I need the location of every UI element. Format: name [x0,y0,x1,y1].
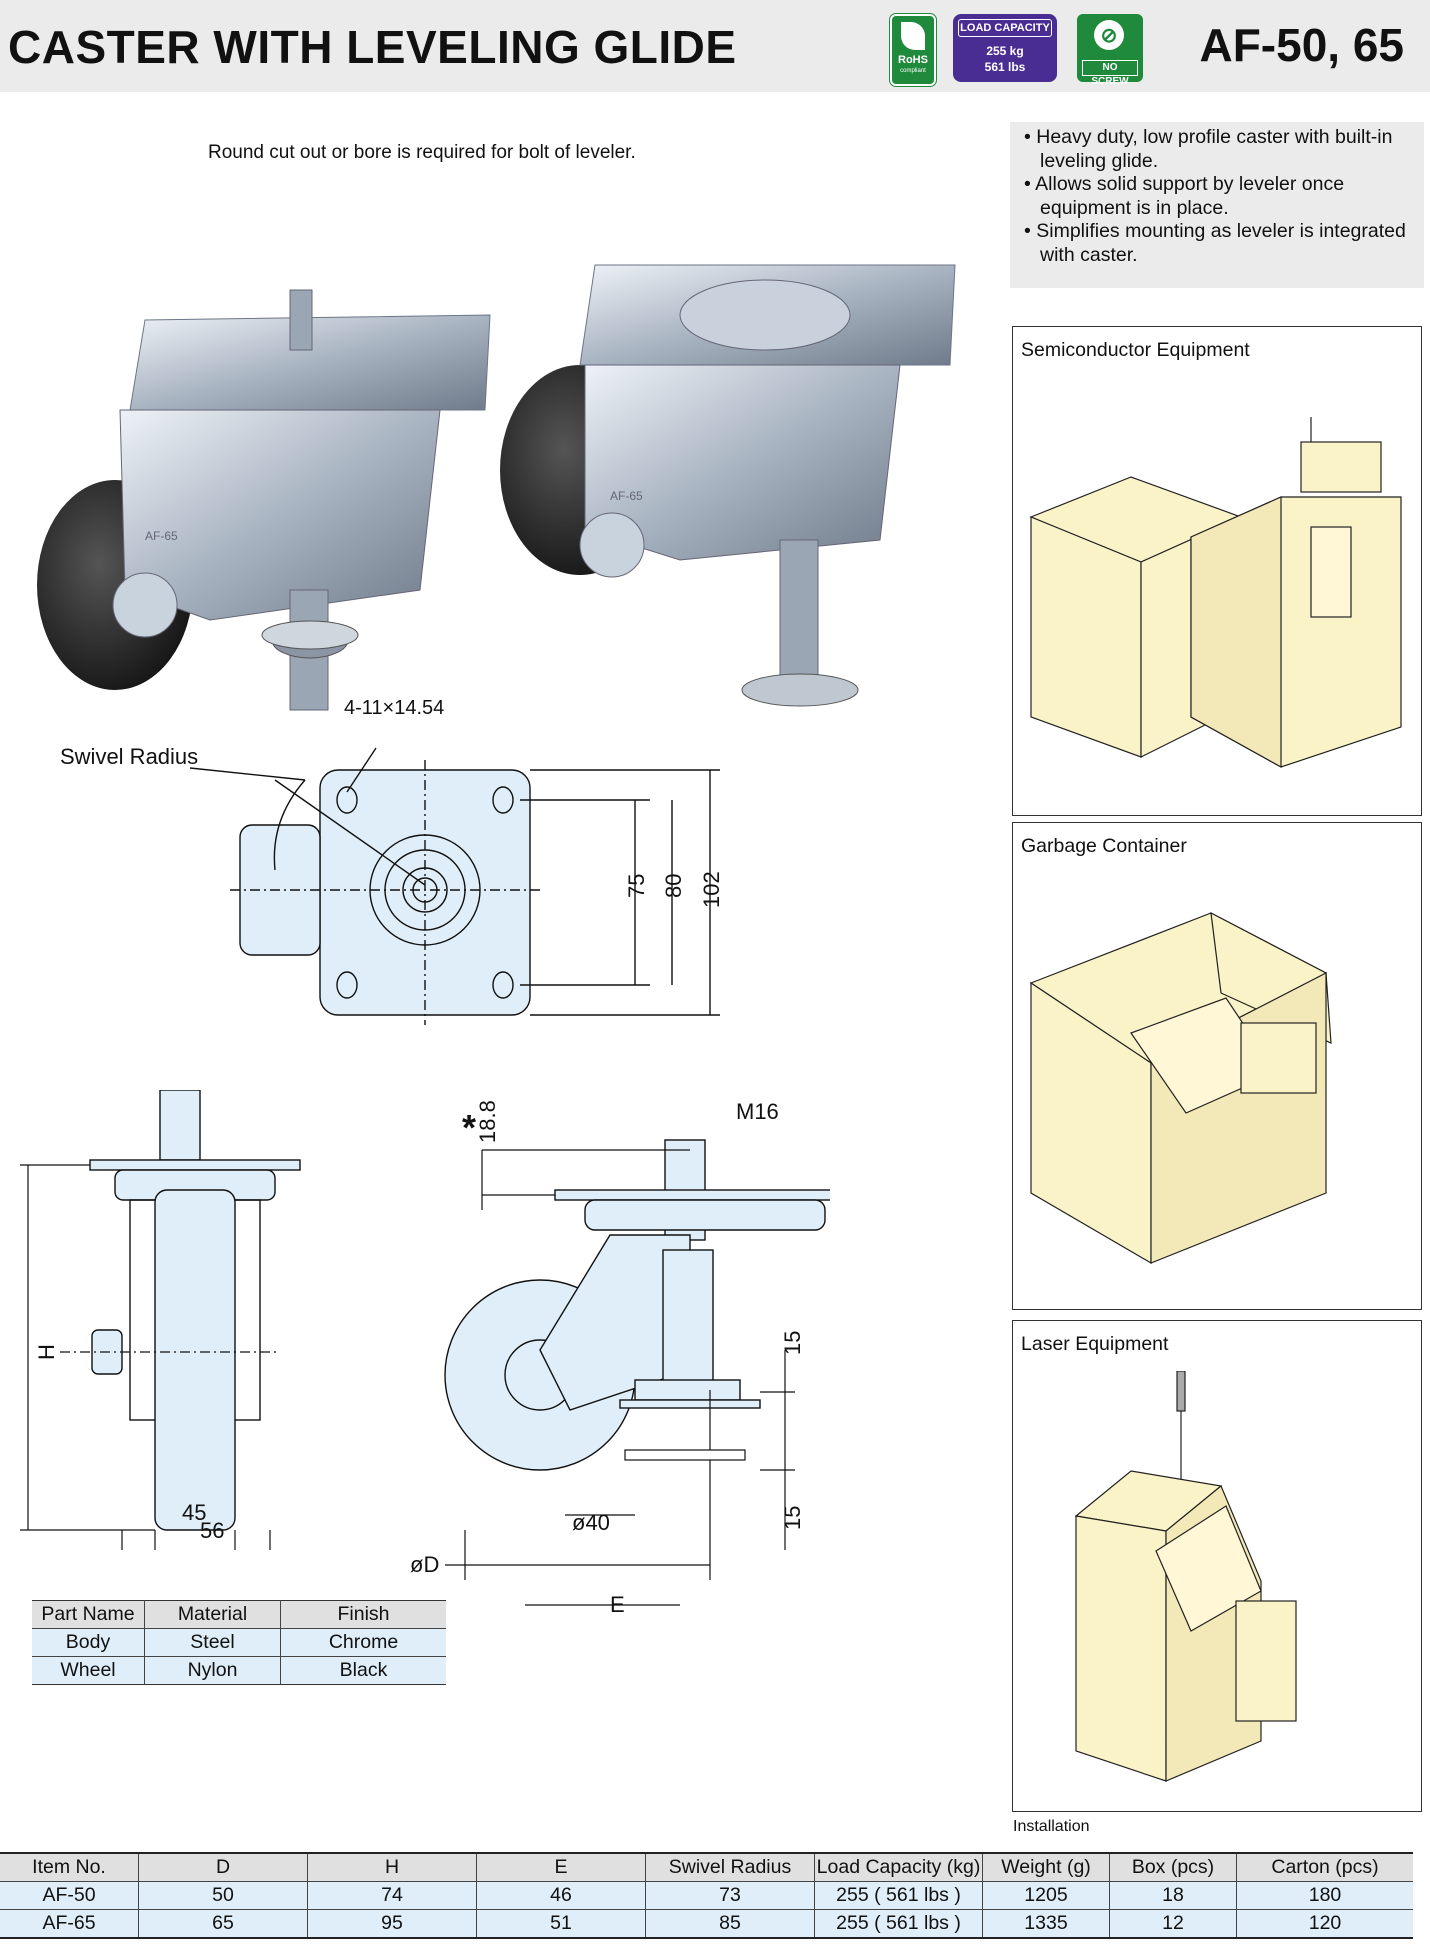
dim-e: E [610,1592,625,1617]
material-header-cell: Finish [280,1600,446,1629]
spec-header-cell: Carton (pcs) [1236,1852,1413,1882]
garbage-container-illustration [1029,911,1332,1265]
header-bar [0,0,1430,92]
load-capacity-header: LOAD CAPACITY [958,19,1052,37]
laser-equipment-illustration [1074,1371,1297,1782]
spec-cell: 255 ( 561 lbs ) [814,1909,983,1939]
thread-m16-callout: M16 [736,1099,779,1124]
rohs-badge: RoHS compliant [889,13,937,87]
material-cell: Body [32,1628,145,1657]
caster-photo-left-mark: AF-65 [145,529,178,543]
dim-15-upper: 15 [780,1331,805,1355]
bore-note: Round cut out or bore is required for bo… [208,142,636,163]
spec-header-cell: Load Capacity (kg) [814,1852,983,1882]
spec-header-cell: Swivel Radius [645,1852,815,1882]
model-title: AF-50, 65 [1199,19,1404,71]
material-table-row: Wheel Nylon Black [32,1656,446,1685]
material-table: Part Name Material Finish Body Steel Chr… [32,1600,446,1685]
spec-table-row: AF-65 65 95 51 85 255 ( 561 lbs ) 1335 1… [0,1909,1413,1939]
spec-cell: 255 ( 561 lbs ) [814,1881,983,1910]
feature-item: • Heavy duty, low profile caster with bu… [1024,126,1393,172]
spec-table-row: AF-50 50 74 46 73 255 ( 561 lbs ) 1205 1… [0,1881,1413,1910]
dim-45: 45 [182,1500,206,1525]
spec-cell: 180 [1236,1881,1413,1910]
dim-80: 80 [661,874,686,898]
features-box: • Heavy duty, low profile caster with bu… [1010,122,1424,288]
spec-cell: 65 [138,1909,308,1939]
spec-header-cell: Weight (g) [982,1852,1110,1882]
dim-75: 75 [624,874,649,898]
dim-h: H [34,1344,59,1360]
material-cell: Black [280,1656,446,1685]
product-photo: AF-65 AF-65 [37,264,956,711]
no-screw-badge: ⊘ NO SCREW [1077,14,1143,87]
rohs-sub-label: compliant [900,68,926,74]
spec-cell: 120 [1236,1909,1413,1939]
spec-cell: 74 [307,1881,477,1910]
caster-photo-right: AF-65 [500,264,956,707]
spec-table-header: Item No. D H E Swivel Radius Load Capaci… [0,1852,1413,1882]
rohs-label: RoHS [898,54,928,66]
material-cell: Nylon [144,1656,281,1685]
dim-phi-40: ø40 [572,1510,610,1535]
spec-header-cell: Item No. [0,1852,139,1882]
front-view-drawing: H 45 [20,1090,301,1550]
spec-cell: 1205 [982,1881,1110,1910]
side-view-drawing: 18.8 * M16 15 15 ø40 øD E [410,1099,830,1617]
no-screw-label: NO SCREW [1082,60,1138,87]
top-view-drawing: 4-11×14.54 Swivel Radius 75 80 102 [60,697,724,1025]
material-cell: Chrome [280,1628,446,1657]
feature-item: • Allows solid support by leveler once e… [1024,173,1345,219]
application-label: Laser Equipment [1021,1333,1169,1355]
spec-header-cell: H [307,1852,477,1882]
spec-header-cell: E [476,1852,646,1882]
spec-header-cell: D [138,1852,308,1882]
swivel-radius-callout: Swivel Radius [60,744,198,769]
material-table-header: Part Name Material Finish [32,1600,446,1629]
installation-label: Installation [1013,1818,1090,1835]
spec-cell: 95 [307,1909,477,1939]
spec-header-cell: Box (pcs) [1109,1852,1237,1882]
material-cell: Steel [144,1628,281,1657]
feature-item: • Simplifies mounting as leveler is inte… [1024,220,1406,266]
spec-cell: AF-50 [0,1881,139,1910]
load-capacity-badge: LOAD CAPACITY 255 kg 561 lbs [953,14,1057,82]
application-panel-laser: Laser Equipment [1012,1320,1422,1812]
spec-cell: 12 [1109,1909,1237,1939]
application-panel-garbage: Garbage Container [1012,822,1422,1310]
holes-callout: 4-11×14.54 [344,697,444,719]
caster-photo-left: AF-65 [37,289,491,711]
spec-table: Item No. D H E Swivel Radius Load Capaci… [0,1852,1413,1939]
application-label: Semiconductor Equipment [1021,339,1250,361]
spec-cell: AF-65 [0,1909,139,1939]
no-screw-icon: ⊘ [1094,20,1124,50]
load-capacity-kg: 255 kg [986,44,1024,58]
spec-cell: 73 [645,1881,815,1910]
spec-cell: 18 [1109,1881,1237,1910]
spec-cell: 1335 [982,1909,1110,1939]
material-header-cell: Part Name [32,1600,145,1629]
leaf-icon [901,22,925,50]
load-capacity-lbs: 561 lbs [984,60,1026,74]
application-panel-semiconductor: Semiconductor Equipment [1012,326,1422,816]
dim-102: 102 [699,871,724,908]
spec-cell: 85 [645,1909,815,1939]
material-header-cell: Material [144,1600,281,1629]
dim-56: 56 [200,1518,225,1543]
spec-cell: 50 [138,1881,308,1910]
material-table-row: Body Steel Chrome [32,1628,446,1657]
features-list: • Heavy duty, low profile caster with bu… [1024,126,1424,267]
spec-cell: 46 [476,1881,646,1910]
spec-cell: 51 [476,1909,646,1939]
page-title: CASTER WITH LEVELING GLIDE [8,21,737,73]
dim-15-lower: 15 [780,1506,805,1530]
application-label: Garbage Container [1021,835,1187,857]
dim-18-8: 18.8 [475,1100,500,1143]
dim-phi-d: øD [410,1552,439,1577]
dim-asterisk: * [462,1107,476,1148]
caster-photo-right-mark: AF-65 [610,489,643,503]
material-cell: Wheel [32,1656,145,1685]
semiconductor-equipment-illustration [1029,417,1402,769]
